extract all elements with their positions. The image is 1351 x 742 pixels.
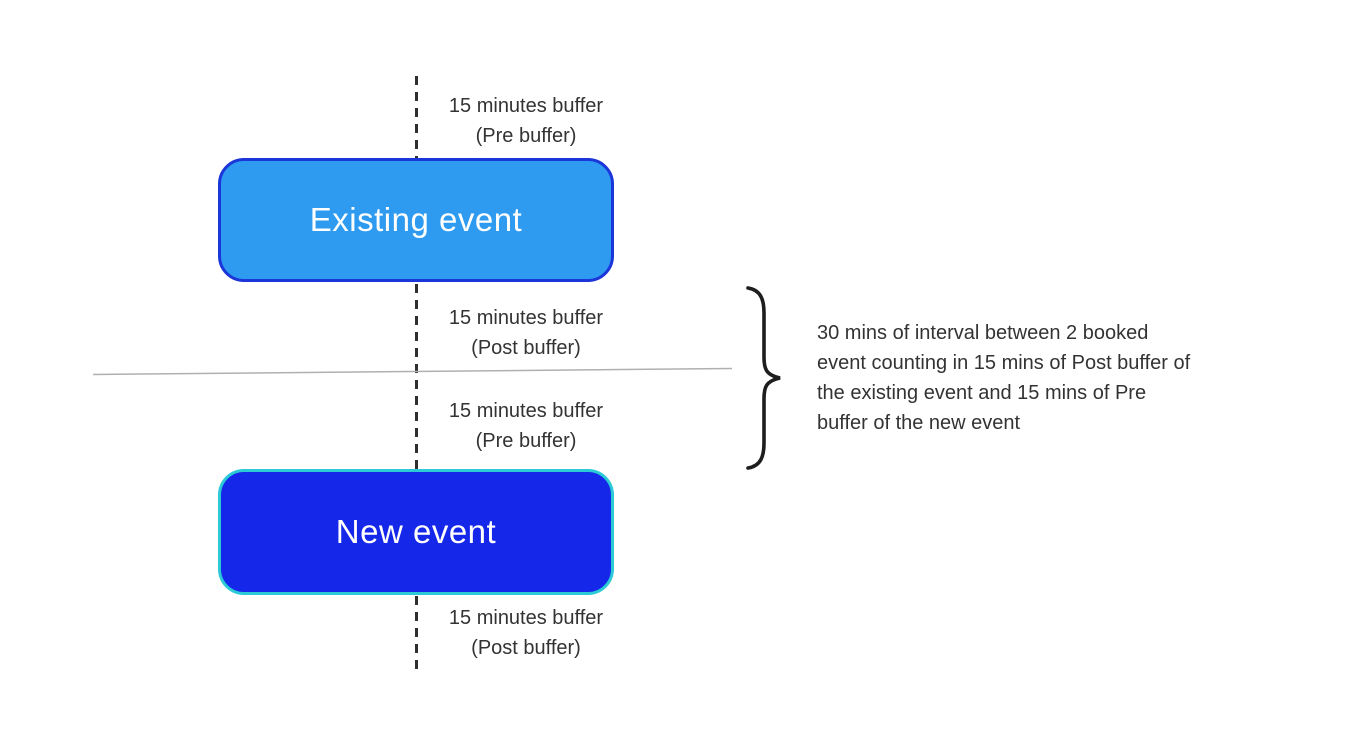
buffer-label-line1: 15 minutes buffer — [448, 607, 604, 629]
buffer-label-line2: (Pre buffer) — [475, 125, 577, 147]
buffer-label-line1: 15 minutes buffer — [448, 95, 604, 117]
buffer-label-line2: (Post buffer) — [471, 337, 581, 359]
new-event-label: New event — [335, 513, 497, 550]
existing-event-label: Existing event — [309, 201, 523, 238]
timeline-dashed-line-top — [415, 76, 418, 158]
interval-annotation: 30 mins of interval between 2 booked eve… — [817, 318, 1267, 438]
divider-line — [93, 367, 732, 376]
timeline-dashed-line-bottom — [415, 596, 418, 674]
curly-brace-icon — [746, 286, 781, 470]
annotation-line: the existing event and 15 mins of Pre — [817, 382, 1147, 404]
pre-buffer-label-top: 15 minutes buffer (Pre buffer) — [396, 91, 656, 151]
annotation-line: buffer of the new event — [817, 412, 1021, 434]
annotation-line: event counting in 15 mins of Post buffer… — [817, 352, 1191, 374]
annotation-line: 30 mins of interval between 2 booked — [817, 322, 1149, 344]
timeline-dashed-line-middle — [415, 284, 418, 469]
buffer-label-line2: (Pre buffer) — [475, 430, 577, 452]
buffer-label-line2: (Post buffer) — [471, 637, 581, 659]
pre-buffer-label-new: 15 minutes buffer (Pre buffer) — [396, 396, 656, 456]
post-buffer-label-bottom: 15 minutes buffer (Post buffer) — [396, 603, 656, 663]
new-event-box: New event — [218, 469, 614, 595]
buffer-label-line1: 15 minutes buffer — [448, 400, 604, 422]
existing-event-box: Existing event — [218, 158, 614, 282]
buffer-label-line1: 15 minutes buffer — [448, 307, 604, 329]
post-buffer-label-existing: 15 minutes buffer (Post buffer) — [396, 303, 656, 363]
